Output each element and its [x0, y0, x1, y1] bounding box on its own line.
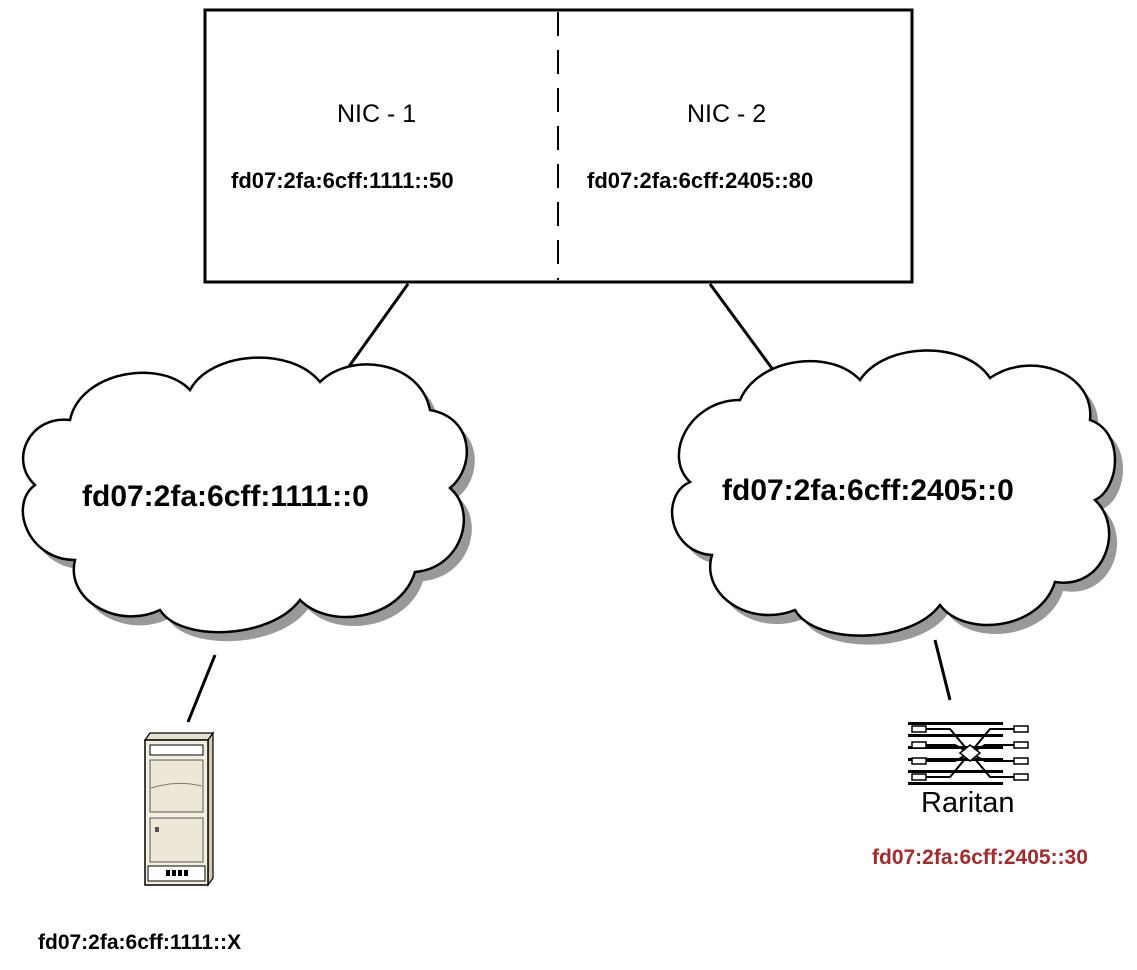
nic2-address: fd07:2fa:6cff:2405::80 — [587, 168, 814, 193]
nic2-label: NIC - 2 — [687, 100, 767, 128]
raritan-address: fd07:2fa:6cff:2405::30 — [872, 846, 1088, 869]
link-cloud-raritan — [933, 639, 952, 701]
network-left-label: fd07:2fa:6cff:1111::0 — [82, 480, 369, 513]
raritan-brand-label: Raritan — [921, 787, 1015, 819]
server-tower-icon — [143, 731, 215, 887]
network-right-label: fd07:2fa:6cff:2405::0 — [722, 474, 1014, 507]
nic1-address: fd07:2fa:6cff:1111::50 — [231, 168, 454, 193]
link-nic1-cloud — [343, 283, 410, 373]
link-nic2-cloud — [708, 283, 784, 383]
link-cloud-server — [186, 654, 217, 723]
server-address: fd07:2fa:6cff:1111::X — [38, 931, 242, 954]
raritan-logo-icon — [908, 722, 1029, 785]
nic1-label: NIC - 1 — [337, 100, 417, 128]
